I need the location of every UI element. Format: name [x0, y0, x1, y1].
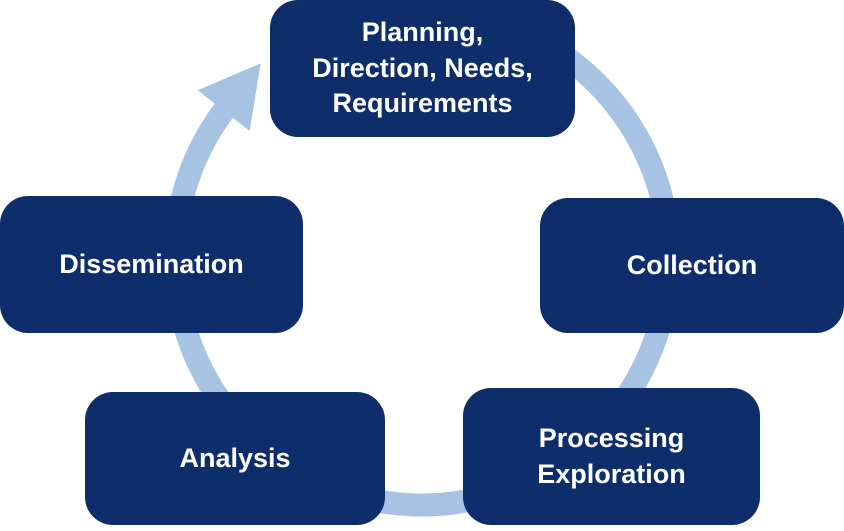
node-label-collection: Collection [626, 249, 758, 280]
node-processing-exploration: Processing Exploration [463, 388, 760, 525]
node-planning-direction-needs-requirements: Planning, Direction, Needs, Requirements [270, 0, 575, 137]
node-label-planning: Planning, Direction, Needs, Requirements [312, 17, 533, 119]
node-dissemination: Dissemination [0, 196, 303, 333]
node-analysis: Analysis [85, 392, 385, 525]
node-collection: Collection [540, 198, 844, 333]
node-label-dissemination: Dissemination [59, 248, 244, 279]
node-label-analysis: Analysis [179, 442, 291, 473]
node-label-processing-exploration: Processing Exploration [537, 422, 686, 489]
cycle-arrowhead-icon [197, 63, 261, 131]
